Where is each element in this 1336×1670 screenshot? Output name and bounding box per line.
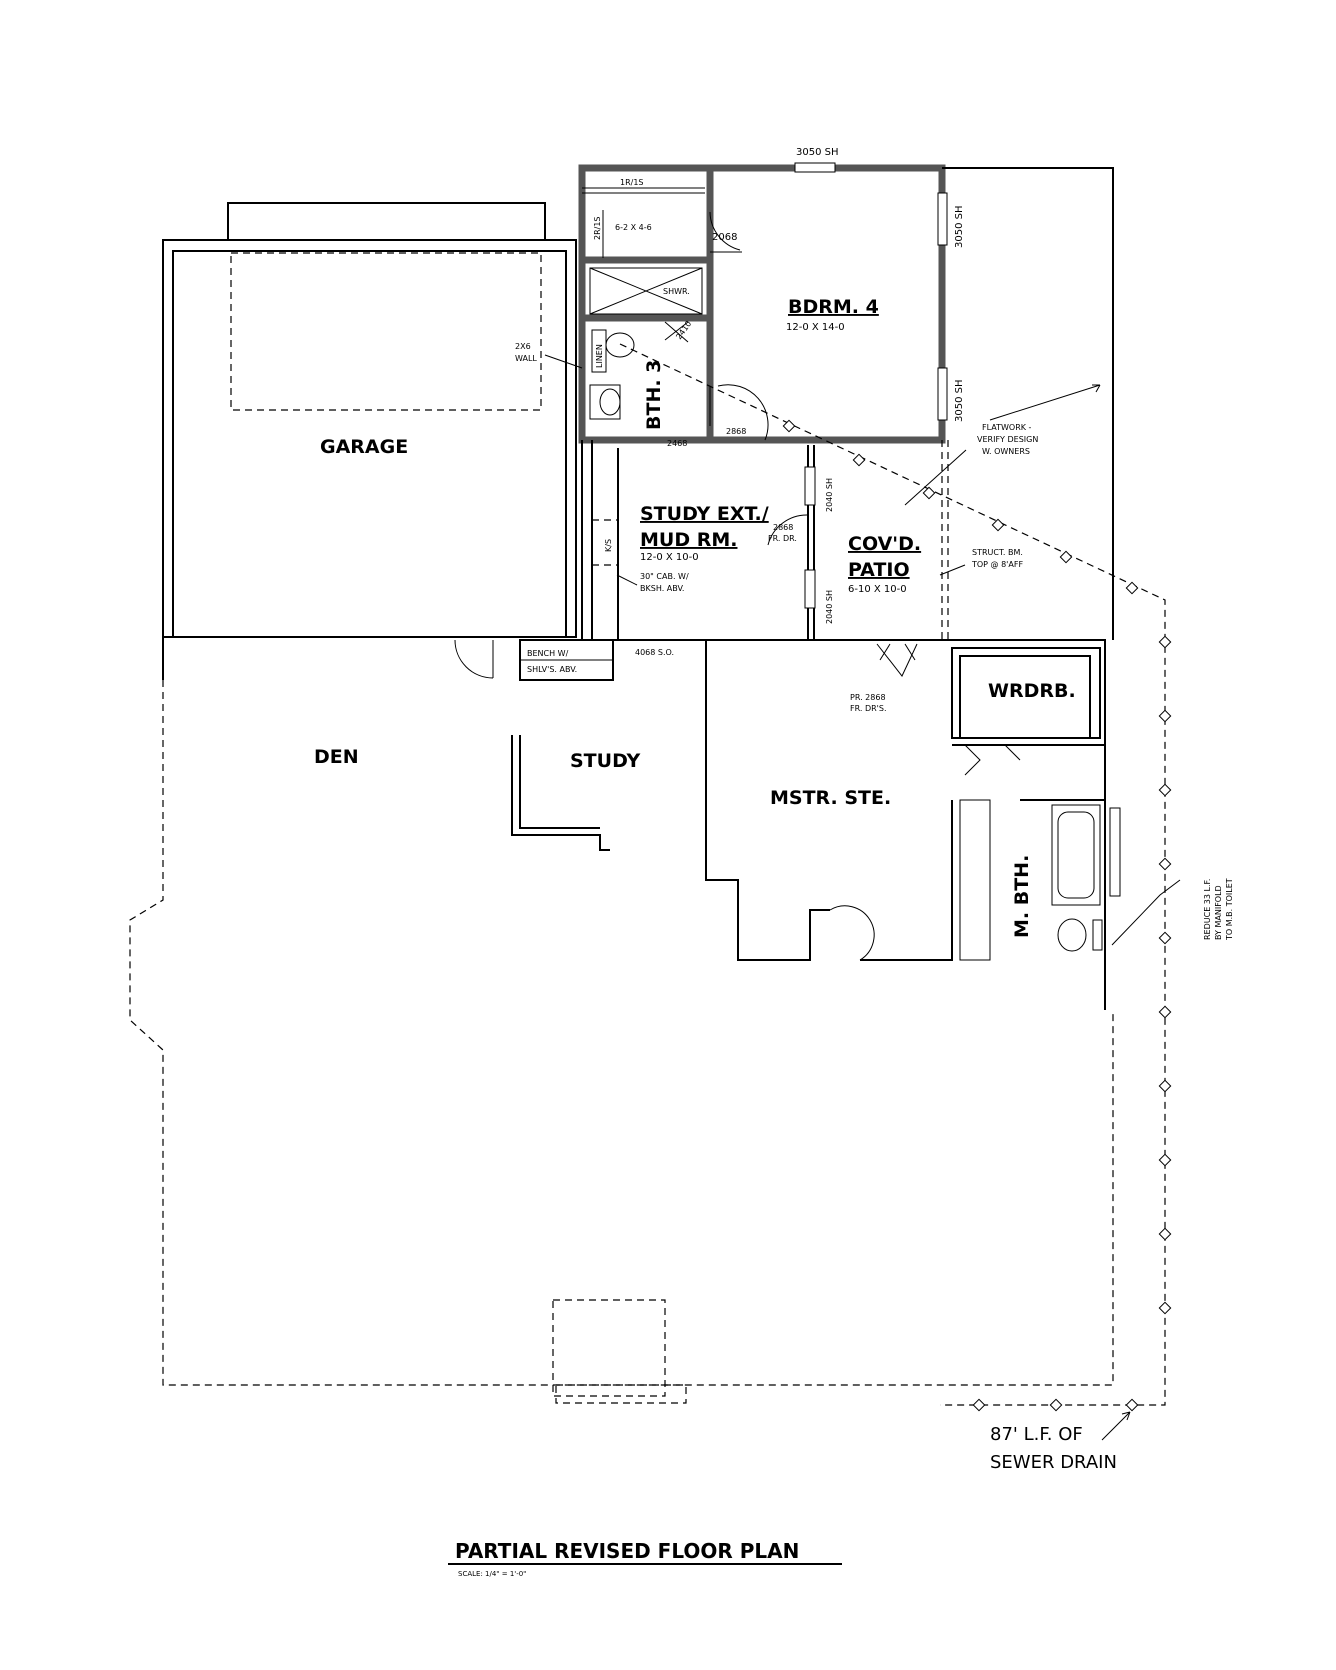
cabinet-label-2: BKSH. ABV. bbox=[640, 584, 684, 593]
leader-lines bbox=[544, 354, 1131, 1441]
room-study-label: STUDY bbox=[570, 750, 640, 772]
garage-walls bbox=[162, 202, 577, 638]
den-outline bbox=[129, 637, 1114, 1404]
ks-label: K/S bbox=[604, 539, 613, 552]
room-wrdrb-label: WRDRB. bbox=[988, 680, 1076, 702]
room-study-ext-dim: 12-0 X 10-0 bbox=[640, 552, 699, 563]
opening-4068-label: 4068 S.O. bbox=[635, 648, 674, 657]
fr-door-label-1: 2868 bbox=[773, 523, 793, 532]
sewer-drain-label-2: SEWER DRAIN bbox=[990, 1452, 1117, 1473]
fr-door-label-2: FR. DR. bbox=[768, 534, 797, 543]
room-bth3-label: BTH. 3 bbox=[643, 360, 665, 430]
room-bdrm4-dim: 12-0 X 14-0 bbox=[786, 322, 845, 333]
ir-is-label: 1R/1S bbox=[620, 178, 644, 187]
bench-label-1: BENCH W/ bbox=[527, 649, 569, 658]
two-r-is-label: 2R/1S bbox=[593, 216, 602, 240]
sewer-drain-label-1: 87' L.F. OF bbox=[990, 1424, 1083, 1445]
covered-patio-outline bbox=[941, 167, 1114, 640]
pair-doors-label-2: FR. DR'S. bbox=[850, 704, 887, 713]
door-2068-label: 2068 bbox=[712, 232, 737, 243]
window-top bbox=[794, 162, 836, 173]
room-study-ext-label-1: STUDY EXT./ bbox=[640, 503, 769, 525]
room-den-label: DEN bbox=[314, 746, 359, 768]
room-covd-dim: 6-10 X 10-0 bbox=[848, 584, 907, 595]
plan-title: PARTIAL REVISED FLOOR PLAN bbox=[455, 1539, 799, 1563]
closet-dim-label: 6-2 X 4-6 bbox=[615, 223, 652, 232]
room-study-ext-label-2: MUD RM. bbox=[640, 529, 737, 551]
room-bdrm4-label: BDRM. 4 bbox=[788, 296, 879, 318]
mbth-window bbox=[1109, 807, 1121, 897]
struct-beam-label-2: TOP @ 8'AFF bbox=[971, 560, 1023, 569]
window-right1-label: 3050 SH bbox=[954, 206, 965, 249]
reduce-label-2: BY MANIFOLD bbox=[1214, 885, 1223, 940]
room-covd-label-1: COV'D. bbox=[848, 533, 921, 555]
wall-2x6-label-2: WALL bbox=[515, 354, 537, 363]
room-garage-label: GARAGE bbox=[320, 436, 408, 458]
bedroom-4-walls bbox=[578, 164, 946, 444]
room-covd-label-2: PATIO bbox=[848, 559, 910, 581]
room-m-bth-label: M. BTH. bbox=[1011, 855, 1033, 938]
flatwork-label-2: VERIFY DESIGN bbox=[977, 435, 1038, 444]
shower-label: SHWR. bbox=[663, 287, 690, 296]
door-2410-label: 2410 bbox=[674, 319, 693, 341]
cabinet-label-1: 30" CAB. W/ bbox=[640, 572, 689, 581]
window-2040-2-label: 2040 SH bbox=[825, 590, 834, 624]
door-2868-label: 2868 bbox=[726, 427, 746, 436]
sewer-drain-line bbox=[619, 343, 1181, 1412]
flatwork-label-3: W. OWNERS bbox=[982, 447, 1030, 456]
bench-label-2: SHLV'S. ABV. bbox=[527, 665, 577, 674]
reduce-label-1: REDUCE 33 L.F. bbox=[1203, 879, 1212, 940]
master-suite-walls bbox=[705, 639, 1106, 1010]
window-2040-1-label: 2040 SH bbox=[825, 478, 834, 512]
window-2040-1 bbox=[804, 466, 816, 506]
window-right2-label: 3050 SH bbox=[954, 380, 965, 423]
window-top-label: 3050 SH bbox=[796, 147, 839, 158]
linen-label: LINEN bbox=[595, 344, 604, 368]
room-mstr-ste-label: MSTR. STE. bbox=[770, 787, 891, 809]
plan-scale: SCALE: 1/4" = 1'-0" bbox=[458, 1570, 526, 1578]
window-right-1 bbox=[937, 192, 948, 246]
door-2468-label: 2468 bbox=[667, 439, 687, 448]
wall-2x6-label-1: 2X6 bbox=[515, 342, 531, 351]
window-right-2 bbox=[937, 367, 948, 421]
pair-doors-label-1: PR. 2868 bbox=[850, 693, 886, 702]
window-2040-2 bbox=[804, 569, 816, 609]
flatwork-label-1: FLATWORK - bbox=[982, 423, 1032, 432]
struct-beam-label-1: STRUCT. BM. bbox=[972, 548, 1023, 557]
reduce-label-3: TO M.B. TOILET bbox=[1225, 878, 1234, 941]
